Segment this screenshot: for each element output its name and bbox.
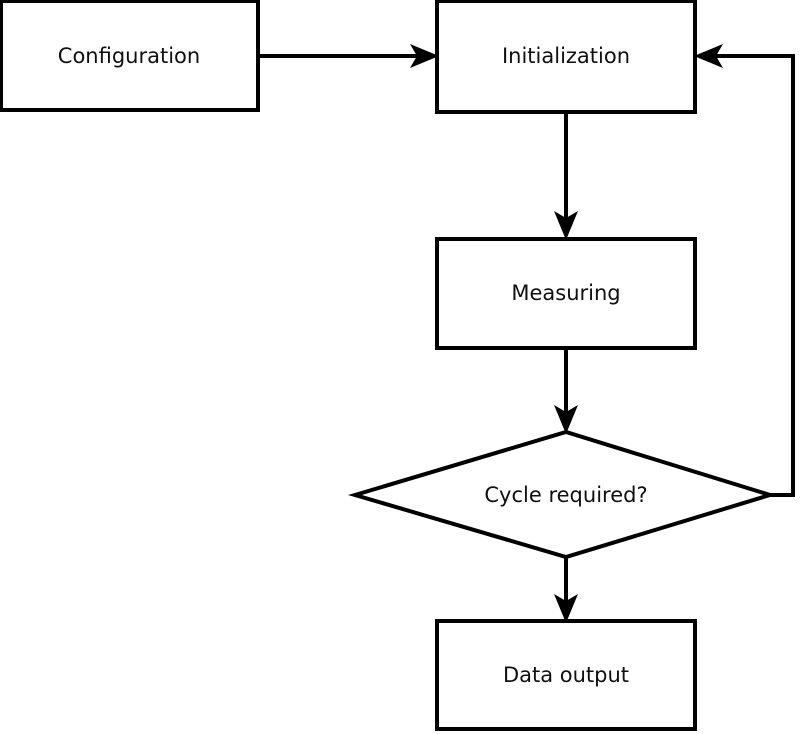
node-data-output-label: Data output	[503, 663, 629, 687]
arrowhead-left-into-initialization	[694, 44, 723, 68]
node-data-output[interactable]: Data output	[435, 619, 697, 731]
edge-configuration-to-initialization	[260, 44, 439, 68]
arrowhead-down-into-cycle-required	[554, 405, 578, 434]
arrowhead-down-into-data-output	[554, 594, 578, 623]
node-measuring-box[interactable]	[435, 237, 697, 350]
node-configuration[interactable]: Configuration	[0, 0, 260, 112]
node-cycle-required-diamond[interactable]	[347, 429, 777, 560]
node-configuration-label: Configuration	[58, 44, 200, 68]
node-configuration-box[interactable]	[0, 0, 260, 112]
node-measuring[interactable]: Measuring	[435, 237, 697, 350]
edge-cycle-required-to-data-output	[554, 557, 578, 623]
node-initialization[interactable]: Initialization	[435, 0, 697, 114]
edge-line-feedback-loop	[706, 54, 795, 497]
node-measuring-label: Measuring	[511, 281, 620, 305]
edge-initialization-to-measuring	[554, 114, 578, 240]
edge-measuring-to-cycle-required	[554, 350, 578, 434]
edge-cycle-required-to-initialization-feedback	[694, 44, 795, 497]
node-cycle-required-label: Cycle required?	[484, 483, 647, 507]
node-cycle-required[interactable]: Cycle required?	[347, 429, 777, 560]
node-initialization-box[interactable]	[435, 0, 697, 114]
arrowhead-right-into-initialization	[410, 44, 439, 68]
node-data-output-box[interactable]	[435, 619, 697, 731]
node-initialization-label: Initialization	[502, 44, 630, 68]
arrowhead-down-into-measuring	[554, 211, 578, 240]
